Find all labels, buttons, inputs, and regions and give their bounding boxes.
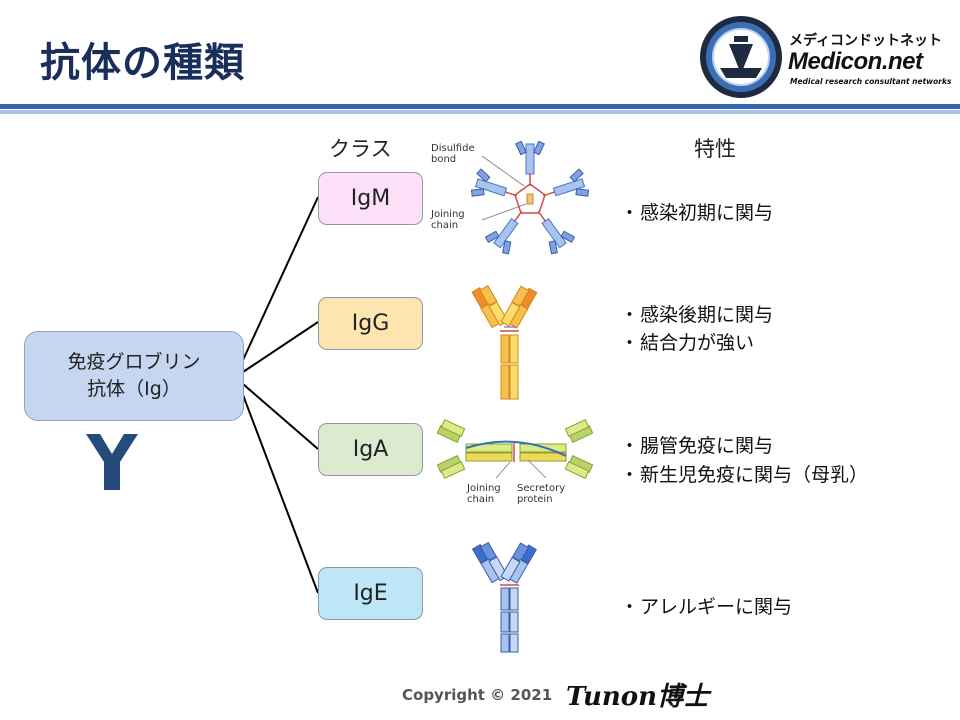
bullet: ・ [620, 304, 640, 326]
bullet: ・ [620, 596, 640, 618]
igg-antibody-icon [471, 285, 538, 400]
ige-antibody-icon [471, 541, 538, 653]
class-name-igm: IgM [350, 186, 391, 211]
class-box-ige: IgE [318, 567, 423, 620]
class-name-igg: IgG [351, 311, 390, 336]
iga-secretory-label: Secretory protein [517, 483, 566, 505]
property-text: 結合力が強い [640, 332, 755, 354]
root-label-line1: 免疫グロブリン [67, 351, 201, 373]
class-name-ige: IgE [353, 581, 388, 606]
header-rule-dark [0, 104, 960, 109]
iga-dimer-icon [436, 419, 594, 479]
bullet: ・ [620, 202, 640, 224]
igg-property-1: ・感染後期に関与 [620, 300, 773, 327]
property-text: 腸管免疫に関与 [640, 435, 774, 457]
copyright-text: Copyright © 2021 [402, 686, 553, 704]
igg-property-2: ・結合力が強い [620, 328, 754, 355]
property-header: 特性 [694, 137, 736, 161]
logo-subtitle: Medical research consultant networks [790, 77, 952, 86]
slide-title: 抗体の種類 [40, 40, 245, 86]
header-rule-light [0, 110, 960, 114]
igm-property-1: ・感染初期に関与 [620, 198, 773, 225]
class-box-igm: IgM [318, 172, 423, 225]
medicon-logo: メディコンドットネット Medicon.net Medical research… [698, 12, 960, 104]
igm-disulfide-label: Disulfide bond [431, 143, 475, 165]
signature: Tunon博士 [566, 682, 710, 712]
property-text: アレルギーに関与 [640, 596, 793, 618]
property-text: 感染後期に関与 [640, 304, 774, 326]
iga-property-2: ・新生児免疫に関与（母乳） [620, 460, 868, 487]
logo-en-text: Medicon.net [788, 48, 923, 75]
class-name-iga: IgA [352, 437, 389, 462]
immunoglobulin-root-box: 免疫グロブリン 抗体（Ig） [24, 331, 244, 421]
class-box-igg: IgG [318, 297, 423, 350]
bullet: ・ [620, 332, 640, 354]
iga-joining-label: Joining chain [467, 483, 501, 505]
class-header: クラス [329, 137, 392, 161]
bullet: ・ [620, 435, 640, 457]
igm-pentamer-icon [469, 140, 591, 257]
property-text: 感染初期に関与 [640, 202, 774, 224]
class-box-iga: IgA [318, 423, 423, 476]
root-label-line2: 抗体（Ig） [87, 378, 181, 400]
logo-jp-text: メディコンドットネット [789, 33, 943, 49]
iga-property-1: ・腸管免疫に関与 [620, 431, 773, 458]
bullet: ・ [620, 464, 640, 486]
logo-emblem-icon [700, 16, 782, 98]
antibody-y-icon [86, 434, 138, 490]
ige-property-1: ・アレルギーに関与 [620, 592, 792, 619]
igm-joining-label: Joining chain [431, 209, 465, 231]
property-text: 新生児免疫に関与（母乳） [640, 464, 869, 486]
